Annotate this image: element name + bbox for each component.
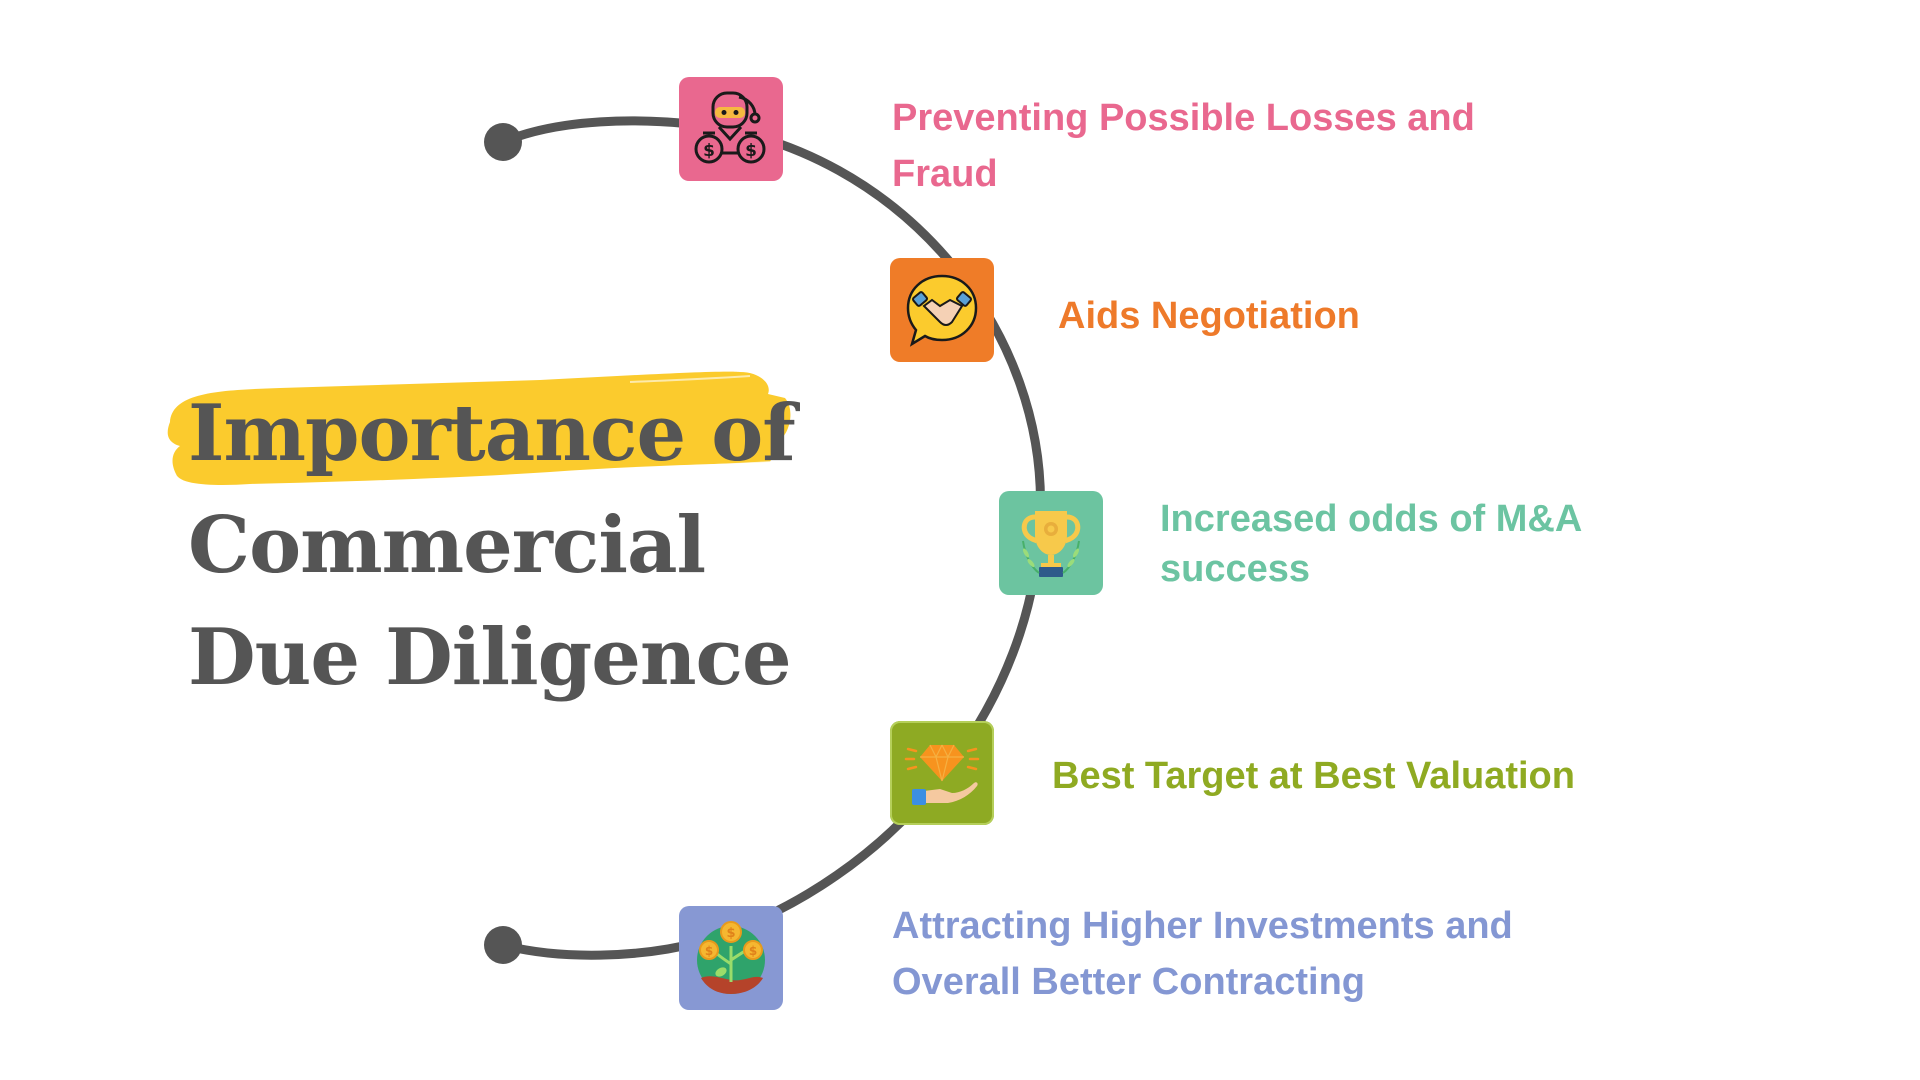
item-3-label: Increased odds of M&A success <box>1160 494 1582 594</box>
item-1-label: Preventing Possible Losses and Fraud <box>892 90 1475 202</box>
item-5-icon-box: $ $ $ <box>679 906 783 1010</box>
handshake-speech-bubble-icon <box>906 274 978 347</box>
thief-money-bags-icon: $ $ <box>694 91 766 164</box>
title-line-1: Importance of <box>188 388 796 479</box>
item-5-label-line-1: Attracting Higher Investments and <box>892 905 1513 947</box>
item-4-label: Best Target at Best Valuation <box>1052 748 1575 804</box>
item-5-label-line-2: Overall Better Contracting <box>892 961 1365 1003</box>
svg-text:$: $ <box>726 926 735 941</box>
item-1-label-line-1: Preventing Possible Losses and <box>892 97 1475 139</box>
item-1-label-line-2: Fraud <box>892 153 998 195</box>
item-5-label: Attracting Higher Investments and Overal… <box>892 898 1513 1010</box>
item-3-label-line-2: success <box>1160 548 1311 590</box>
item-2-icon-box <box>890 258 994 362</box>
money-plant-icon: $ $ $ <box>697 921 765 994</box>
item-4-label-line-1: Best Target at Best Valuation <box>1052 755 1575 797</box>
svg-text:$: $ <box>745 141 757 161</box>
item-1-icon-box: $ $ <box>679 77 783 181</box>
arc-start-dot <box>484 123 522 161</box>
item-4-icon-box <box>890 721 994 825</box>
title-line-3: Due Diligence <box>188 612 792 703</box>
yellow-highlight-brush <box>167 371 791 485</box>
arc-end-dot <box>484 926 522 964</box>
svg-text:$: $ <box>703 141 715 161</box>
item-2-label: Aids Negotiation <box>1058 288 1360 344</box>
item-2-label-line-1: Aids Negotiation <box>1058 295 1360 337</box>
diamond-in-hand-icon <box>904 744 980 805</box>
title-line-2: Commercial <box>188 500 706 591</box>
svg-text:$: $ <box>705 944 713 958</box>
item-3-label-line-1: Increased odds of M&A <box>1160 498 1583 540</box>
trophy-icon <box>1021 511 1081 577</box>
svg-text:$: $ <box>749 944 757 958</box>
page-title: Importance of Commercial Due Diligence <box>188 378 796 714</box>
item-3-icon-box <box>999 491 1103 595</box>
